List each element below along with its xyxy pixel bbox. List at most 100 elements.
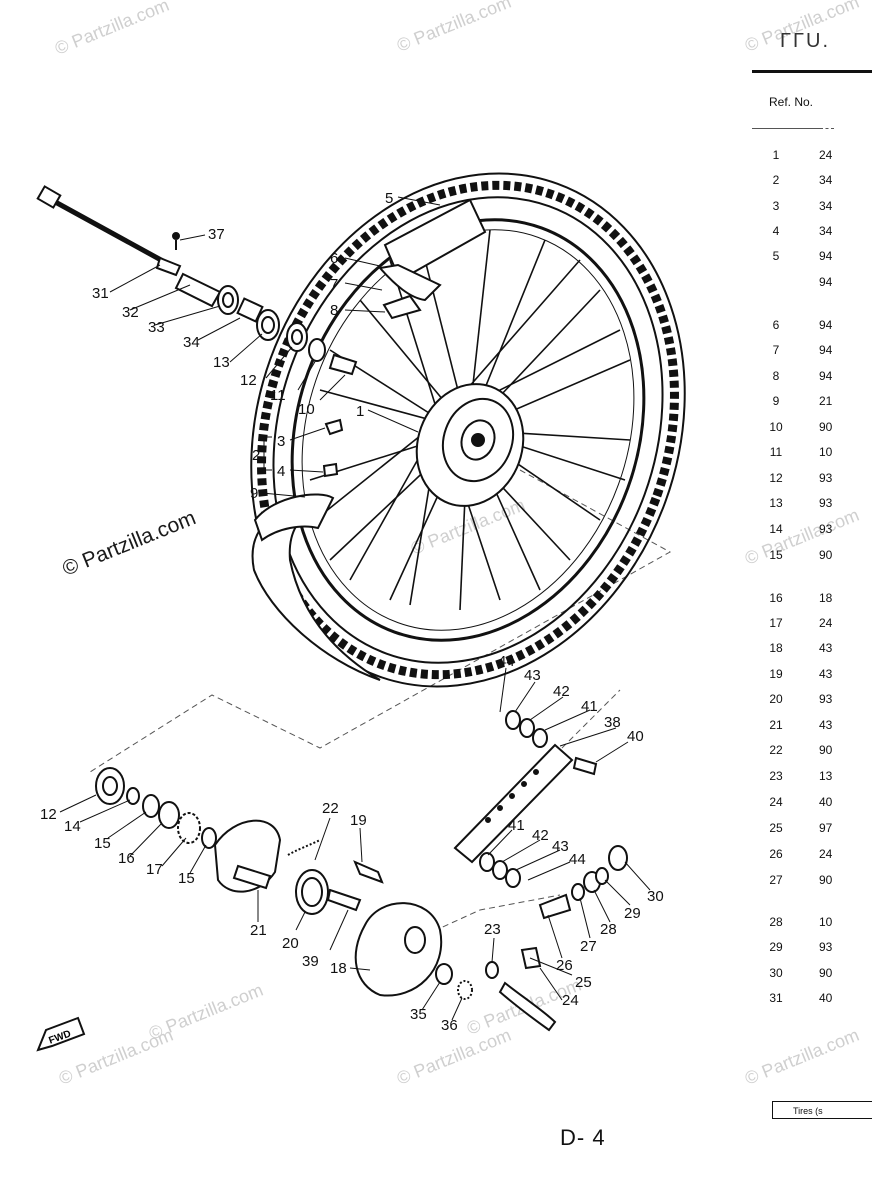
callout-16: 16 — [118, 850, 135, 867]
callout-44-bottom: 44 — [569, 851, 586, 868]
callout-35: 35 — [410, 1006, 427, 1023]
part-no-cell: 93 — [819, 471, 833, 485]
ref-cell: 15 — [769, 548, 783, 562]
callout-42-top: 42 — [553, 683, 570, 700]
ref-cell: 5 — [772, 249, 780, 263]
callout-8: 8 — [330, 302, 338, 319]
rim-inner — [301, 229, 635, 631]
table-row: 31 40 — [760, 991, 872, 1009]
callout-39: 39 — [302, 953, 319, 970]
callout-32: 32 — [122, 304, 139, 321]
ref-cell: 19 — [769, 667, 783, 681]
part-no-cell: 90 — [819, 873, 833, 887]
table-heading-rule — [752, 70, 872, 73]
callout-17: 17 — [146, 861, 163, 878]
ref-cell: 1 — [772, 148, 780, 162]
part-no-cell: 43 — [819, 718, 833, 732]
callout-11: 11 — [270, 387, 286, 404]
callout-numbers: 1 2 3 4 5 6 7 8 9 10 11 12 13 34 33 32 3… — [40, 190, 664, 1034]
fwd-arrow: FWD — [36, 1016, 86, 1052]
watermarks: © Partzilla.com © Partzilla.com © Partzi… — [52, 0, 862, 1089]
page-label: D- 4 — [560, 1125, 606, 1150]
part-no-cell: 93 — [819, 692, 833, 706]
callout-3: 3 — [277, 433, 285, 450]
callout-41-top: 41 — [581, 698, 598, 715]
ref-no-header: Ref. No. — [769, 95, 814, 109]
part-no-cell: 93 — [819, 522, 833, 536]
watermark-top-center: © Partzilla.com — [394, 0, 514, 56]
part-no-cell: 94 — [819, 318, 833, 332]
table-row: 9 21 — [760, 394, 872, 412]
wheel-assembly — [250, 172, 686, 688]
ref-cell: 7 — [772, 343, 780, 357]
callout-23: 23 — [484, 921, 501, 938]
callout-28: 28 — [600, 921, 617, 938]
callout-19: 19 — [350, 812, 367, 829]
callout-6: 6 — [330, 250, 338, 267]
callout-44-top: 44 — [498, 653, 515, 670]
header-divider-dashed — [820, 128, 834, 129]
part-no-cell: 40 — [819, 991, 833, 1005]
ref-cell: 30 — [769, 966, 783, 980]
ref-cell: 29 — [769, 940, 783, 954]
part-no-cell: 13 — [819, 769, 833, 783]
callout-10: 10 — [298, 401, 315, 418]
part-no-cell: 94 — [819, 249, 833, 263]
callout-31: 31 — [92, 285, 109, 302]
part-no-cell: 93 — [819, 496, 833, 510]
callout-42-bottom: 42 — [532, 827, 549, 844]
watermark-top-left: © Partzilla.com — [52, 0, 172, 59]
callout-21: 21 — [250, 922, 267, 939]
callout-43-top: 43 — [524, 667, 541, 684]
part-no-cell: 40 — [819, 795, 833, 809]
callout-34: 34 — [183, 334, 200, 351]
ref-cell: 14 — [769, 522, 783, 536]
ref-cell: 31 — [769, 991, 783, 1005]
ref-cell: 9 — [772, 394, 780, 408]
part-no-cell: 21 — [819, 394, 833, 408]
ref-cell: 28 — [769, 915, 783, 929]
callout-9: 9 — [250, 485, 258, 502]
table-row: 94 — [760, 275, 872, 293]
callout-14: 14 — [64, 818, 81, 835]
callout-13: 13 — [213, 354, 230, 371]
callout-36: 36 — [441, 1017, 458, 1034]
callout-24: 24 — [562, 992, 579, 1009]
callout-15-right: 15 — [178, 870, 195, 887]
callout-37: 37 — [208, 226, 225, 243]
part-no-cell: 34 — [819, 199, 833, 213]
table-row: 12 93 — [760, 471, 872, 489]
ref-cell: 3 — [772, 199, 780, 213]
tires-note-box: Tires (s — [772, 1101, 872, 1119]
callout-40: 40 — [627, 728, 644, 745]
table-row: 5 94 — [760, 249, 872, 267]
part-no-cell: 90 — [819, 743, 833, 757]
callout-7: 7 — [330, 276, 338, 293]
ref-cell: 2 — [772, 173, 780, 187]
part-no-cell: 34 — [819, 224, 833, 238]
header-divider — [752, 128, 820, 129]
axle-parts — [36, 185, 358, 478]
hub — [415, 383, 525, 507]
callout-29: 29 — [624, 905, 641, 922]
callout-22: 22 — [322, 800, 339, 817]
ref-cell: 12 — [769, 471, 783, 485]
callout-4: 4 — [277, 463, 285, 480]
callout-27: 27 — [580, 938, 597, 955]
part-no-cell: 93 — [819, 940, 833, 954]
